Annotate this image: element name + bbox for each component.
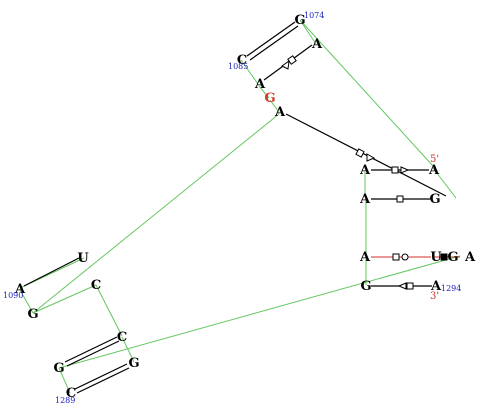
nucleotide: A: [274, 105, 286, 120]
square-symbol: [392, 253, 400, 261]
position-number-1090: 1090: [3, 291, 23, 300]
nucleotide: C: [117, 330, 127, 345]
square-symbol: [391, 166, 399, 174]
circle-symbol: [401, 253, 409, 261]
nucleotide: G: [447, 250, 458, 265]
nucleotide: G: [429, 192, 440, 207]
position-number-1074: 1074: [304, 11, 324, 20]
nucleotide: A: [311, 37, 323, 52]
nucleotide: A: [464, 250, 476, 265]
nucleotide: G: [27, 307, 38, 322]
nucleotide: A: [359, 192, 371, 207]
position-numbers: 1074 1085 1294 1090 1289: [3, 11, 461, 405]
nucleotide: G: [128, 356, 139, 371]
triangle-symbol: [400, 166, 410, 174]
square-symbol: [355, 148, 365, 158]
nucleotide: G: [53, 361, 64, 376]
position-number-1289: 1289: [55, 396, 75, 405]
triangle-symbol: [397, 282, 407, 290]
position-number-1294: 1294: [441, 284, 461, 293]
position-number-1085: 1085: [228, 62, 248, 71]
nucleotide: A: [359, 250, 371, 265]
square-symbol: [287, 55, 297, 65]
nucleotide-1074: G: [294, 13, 305, 28]
square-symbol: [440, 253, 448, 261]
nucleotide: C: [91, 278, 101, 293]
backbone-lines: [19, 19, 461, 394]
nucleotide-highlighted: G: [264, 91, 275, 106]
five-prime-label: 5': [430, 154, 439, 165]
nucleotide-5prime: A: [428, 163, 440, 178]
nucleotide: A: [359, 163, 371, 178]
strand-ends: 5' 3': [430, 154, 439, 302]
base-pairs: [23, 21, 460, 394]
nucleotide: U: [77, 251, 89, 266]
nucleotide-1085: C: [237, 53, 247, 68]
three-prime-label: 3': [430, 291, 439, 302]
nucleotide-1090: A: [14, 282, 26, 297]
triangle-symbol: [281, 59, 290, 70]
nucleotide-1289: C: [66, 386, 76, 401]
interaction-symbols: [281, 55, 448, 290]
nucleotide: A: [254, 77, 266, 92]
square-symbol: [406, 282, 414, 290]
nucleotide: U: [430, 250, 442, 265]
nucleotides: G A C A G A A A A G A U G A G A U A G C …: [14, 13, 476, 401]
nucleotide: G: [360, 279, 371, 294]
square-symbol: [396, 195, 404, 203]
nucleotide-1294: A: [430, 279, 442, 294]
triangle-symbol: [366, 153, 376, 162]
